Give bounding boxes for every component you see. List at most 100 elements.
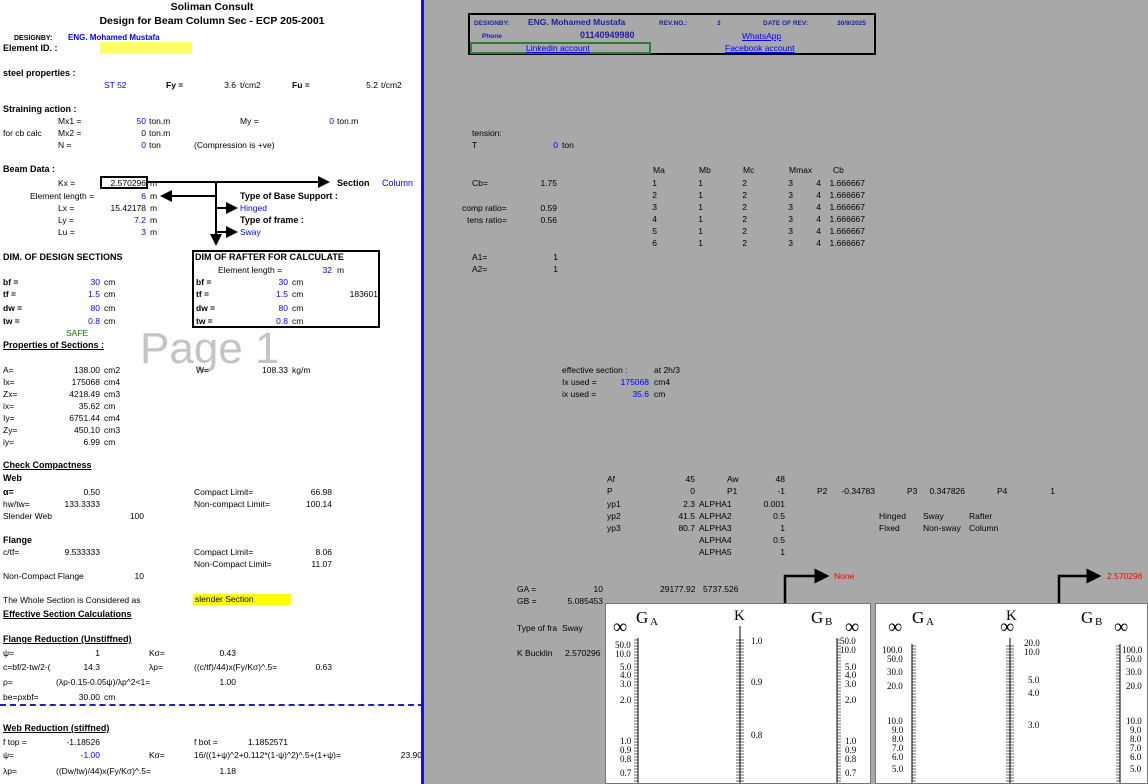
alpha5-label: ALPHA5	[699, 547, 732, 557]
cb-table-cell: 1.666667	[829, 178, 865, 188]
mx2-value[interactable]: 0	[141, 128, 146, 138]
whole-section-label: The Whole Section is Considered as	[3, 595, 141, 605]
for-cb-label: for cb calc	[3, 128, 42, 138]
section-label: Section	[337, 178, 370, 188]
c-value: 14.3	[83, 662, 100, 672]
dw-value[interactable]: 80	[90, 303, 100, 313]
nomo-right-ga-tick: 8.0	[892, 734, 904, 744]
cb-table-cell: 4	[816, 214, 821, 224]
design-title: Design for Beam Column Sec - ECP 205-200…	[99, 15, 325, 27]
alpha1-label: ALPHA1	[699, 499, 732, 509]
ly-value[interactable]: 7.2	[134, 215, 146, 225]
n-value[interactable]: 0	[141, 140, 146, 150]
rafter-length-label: Element length =	[218, 265, 283, 275]
lu-value[interactable]: 3	[141, 227, 146, 237]
noncompact-flange-value: 10	[134, 571, 144, 581]
rafter-tw-label: tw =	[196, 316, 213, 326]
rafter-tw-value[interactable]: 0.8	[276, 316, 288, 326]
cb-table-header: Mc	[743, 165, 755, 175]
spreadsheet-sheet[interactable]: Soliman Consult Design for Beam Column S…	[0, 0, 424, 784]
rafter-tw-unit: cm	[292, 316, 304, 326]
rafter-box	[192, 250, 380, 328]
steel-grade[interactable]: ST 52	[104, 80, 127, 90]
frame-type-value[interactable]: Sway	[240, 227, 261, 237]
fu-value[interactable]: 5.2	[366, 80, 378, 90]
fy-unit: t/cm2	[240, 80, 261, 90]
ly-unit: m	[150, 215, 158, 225]
cb-table-cell: 3	[788, 238, 793, 248]
ix-used-label: Ix used =	[562, 377, 597, 387]
tf-value[interactable]: 1.5	[88, 289, 100, 299]
mx1-value[interactable]: 50	[136, 116, 146, 126]
iy-radius-label: iy=	[3, 437, 15, 447]
nomo-right-ga-tick: 5.0	[892, 764, 904, 774]
tw-value[interactable]: 0.8	[88, 316, 100, 326]
ix-radius-used-unit: cm	[654, 389, 666, 399]
cb-value: 1.75	[540, 178, 557, 188]
tw-unit: cm	[104, 316, 116, 326]
facebook-link[interactable]: Facebook account	[725, 43, 795, 53]
fu-unit: t/cm2	[381, 80, 402, 90]
rho-value: 1.00	[219, 677, 236, 687]
zy-label: Zy=	[3, 425, 18, 435]
mx1-label: Mx1 =	[58, 116, 82, 126]
alpha-label: α=	[3, 487, 14, 497]
aw-label: Aw	[727, 474, 739, 484]
rafter-dw-value[interactable]: 80	[278, 303, 288, 313]
kx-label: Kx =	[58, 178, 76, 188]
nomo-right-gb-tick: 30.0	[1126, 667, 1142, 677]
section-value[interactable]: Column	[382, 178, 414, 188]
rafter-bf-value[interactable]: 30	[278, 277, 288, 287]
comp-ratio-value: 0.59	[540, 203, 557, 213]
whatsapp-link[interactable]: WhatsApp	[742, 31, 782, 41]
yp2-label: yp2	[607, 511, 621, 521]
linkedin-cell[interactable]	[470, 42, 651, 54]
my-label: My =	[240, 116, 259, 126]
rafter-tf-value[interactable]: 1.5	[276, 289, 288, 299]
frame-type-label: Type of frame :	[240, 215, 304, 225]
frame-type-short-label: Type of fra	[517, 623, 558, 633]
rafter-length-unit: m	[337, 265, 345, 275]
k-buckling-value: 2.570296	[565, 648, 601, 658]
beam-heading: Beam Data :	[3, 164, 56, 174]
ksigma2-label: Kσ=	[149, 750, 165, 760]
yp2-value: 41.5	[678, 511, 695, 521]
cb-table-cell: 1	[698, 238, 703, 248]
nomo-left-k-label: K	[734, 608, 745, 624]
cb-table-cell: 3	[788, 190, 793, 200]
lx-value[interactable]: 15.42178	[110, 203, 146, 213]
header-rev-value: 3	[717, 20, 721, 27]
right-calc-area: DESIGNBY: ENG. Mohamed Mustafa REV.NO.: …	[427, 0, 1148, 784]
designer-name: ENG. Mohamed Mustafa	[68, 33, 160, 42]
linkedin-link[interactable]: Linkedin account	[526, 43, 590, 53]
cb-table-header: Mmax	[789, 165, 813, 175]
rafter-bf-label: bf =	[196, 277, 212, 287]
nomo-right-ga-tick: 30.0	[887, 667, 903, 677]
area-unit: cm2	[104, 365, 121, 375]
p1-value: -1	[777, 486, 785, 496]
lambda-p2-value: 1.18	[219, 766, 236, 776]
element-id-input[interactable]	[100, 42, 192, 54]
ix-radius-value: 35.62	[78, 401, 100, 411]
cb-table-cell: 4	[816, 238, 821, 248]
hwtw-label: hw/tw=	[3, 499, 30, 509]
base-support-value[interactable]: Hinged	[240, 203, 267, 213]
zy-unit: cm3	[104, 425, 121, 435]
whole-section-value: slender Section	[193, 594, 291, 605]
nomo-left-gb-tick: 4.0	[845, 670, 857, 680]
infinity-icon: ∞	[1000, 616, 1015, 638]
nomo-left-k-tick: 1.0	[751, 636, 763, 646]
cb-table-cell: 4	[816, 202, 821, 212]
bf-value[interactable]: 30	[90, 277, 100, 287]
web-heading: Web	[3, 473, 22, 483]
my-value[interactable]: 0	[329, 116, 334, 126]
noncompact-flange-label: Non-Compact Flange	[3, 571, 84, 581]
web-reduction-heading: Web Reduction (stiffned)	[3, 723, 110, 733]
nomo-right-gb-tick: 9.0	[1130, 725, 1142, 735]
rafter-length-value[interactable]: 32	[322, 265, 332, 275]
frame-sway: Sway	[923, 511, 944, 521]
kx-cell[interactable]	[100, 176, 148, 189]
fy-value[interactable]: 3.6	[224, 80, 236, 90]
element-length-value[interactable]: 6	[141, 191, 146, 201]
be-label: be=ρxbf=	[3, 692, 39, 702]
